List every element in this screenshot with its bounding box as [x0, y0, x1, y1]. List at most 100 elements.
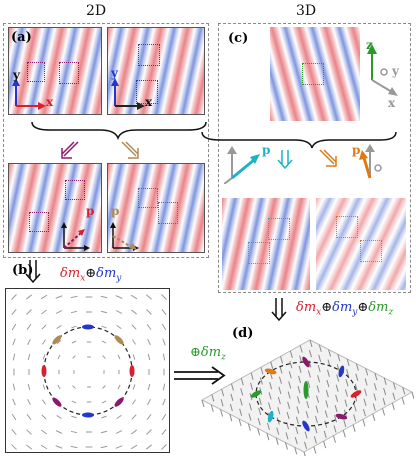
field-arrow: [326, 379, 330, 388]
field-arrow: [353, 414, 357, 422]
field-arrow: [326, 369, 330, 377]
field-arrow: [147, 398, 151, 406]
field-arrow: [42, 354, 46, 360]
field-arrow: [365, 368, 369, 376]
field-arrow: [284, 442, 288, 450]
field-arrow: [115, 445, 123, 449]
field-arrow: [346, 368, 350, 377]
panel-c-bottom-left: [222, 198, 310, 290]
field-arrow: [335, 384, 339, 392]
field-arrow: [211, 394, 215, 402]
highlight-box: [27, 62, 45, 82]
brace-icon: [31, 121, 207, 140]
formula-term: δm: [200, 345, 222, 360]
field-arrow: [328, 349, 332, 357]
spin-marker: [267, 410, 274, 423]
field-arrow: [315, 405, 319, 413]
field-arrow: [161, 294, 167, 300]
field-arrow: [354, 383, 358, 392]
field-arrow: [221, 388, 225, 397]
field-arrow: [383, 377, 387, 385]
vector-field-2d: [11, 294, 167, 450]
field-arrow: [334, 404, 338, 413]
field-arrow: [296, 396, 300, 404]
highlight-box: [248, 242, 270, 264]
field-arrow: [363, 398, 367, 407]
field-arrow: [230, 383, 234, 391]
field-arrow: [276, 427, 280, 435]
field-arrow: [336, 364, 340, 372]
field-arrow: [295, 426, 299, 435]
field-arrow: [41, 399, 47, 405]
formula-term: δm: [60, 266, 81, 281]
highlight-box: [268, 218, 290, 240]
field-arrow: [72, 355, 76, 359]
field-arrow: [41, 324, 47, 330]
field-arrow: [117, 354, 121, 360]
spin-marker: [338, 365, 345, 378]
field-arrow: [373, 393, 377, 401]
field-arrow: [146, 429, 152, 435]
field-arrow: [294, 447, 298, 455]
double-arrow-down-right-icon: [319, 149, 337, 167]
field-arrow: [71, 415, 77, 419]
field-arrow: [364, 378, 368, 386]
field-arrow: [401, 397, 405, 405]
field-arrow: [147, 353, 151, 361]
field-arrow: [11, 294, 17, 300]
field-arrow: [130, 294, 138, 300]
field-arrow: [298, 365, 302, 373]
field-arrow: [72, 385, 76, 389]
field-arrow: [132, 384, 136, 390]
formula-op: ⊕: [85, 266, 97, 281]
field-arrow: [161, 413, 167, 421]
field-arrow: [56, 325, 62, 329]
field-arrow: [100, 310, 108, 314]
field-arrow: [27, 398, 31, 406]
field-arrow: [146, 309, 152, 315]
axis-label-x: x: [388, 96, 396, 110]
field-arrow: [343, 419, 347, 428]
field-arrow: [116, 324, 122, 330]
double-arrow-down-icon: [271, 298, 287, 322]
region-c: [218, 23, 411, 293]
field-arrow: [323, 430, 327, 439]
formula-sub: x: [316, 307, 322, 318]
field-arrow: [248, 413, 252, 421]
spin-marker: [302, 356, 310, 368]
field-arrow: [26, 429, 32, 435]
field-arrow: [392, 382, 396, 390]
header-2d: 2D: [86, 3, 107, 19]
field-arrow: [303, 451, 306, 456]
field-arrow: [239, 408, 243, 416]
region-a: [3, 23, 209, 258]
formula-op: ⊕: [321, 300, 333, 315]
field-arrow: [295, 416, 299, 424]
field-arrow: [325, 390, 329, 398]
field-arrow: [307, 380, 311, 388]
field-arrow: [131, 309, 137, 315]
cyan-p-arrow-icon: [224, 146, 260, 184]
field-arrow: [229, 403, 233, 412]
field-arrow: [391, 402, 395, 411]
field-arrow: [27, 383, 31, 391]
field-arrow: [266, 432, 270, 441]
field-arrow: [266, 422, 270, 431]
panel-a-top-right: [107, 27, 205, 115]
formula-sub: y: [352, 307, 358, 318]
spin-marker: [52, 397, 62, 407]
field-arrow: [40, 294, 48, 300]
spin-marker: [82, 324, 94, 330]
field-arrow: [324, 420, 328, 428]
double-arrow-down-icon: [25, 260, 41, 284]
spin-marker: [129, 365, 135, 377]
formula-op: ⊕: [357, 300, 369, 315]
field-arrow: [101, 415, 107, 419]
highlight-box: [29, 212, 49, 232]
field-arrow: [258, 407, 262, 416]
field-arrow: [305, 411, 309, 419]
field-arrow: [71, 340, 77, 344]
spin-marker: [264, 368, 277, 375]
field-arrow: [57, 384, 61, 390]
field-arrow: [294, 436, 298, 445]
